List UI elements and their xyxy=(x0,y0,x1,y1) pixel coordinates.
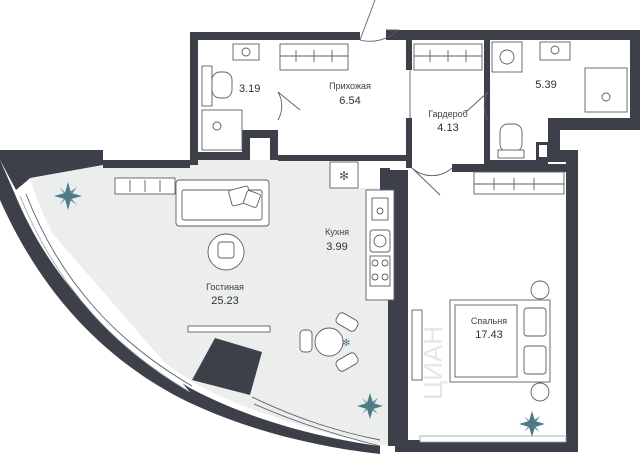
wardrobe-label: Гардероб xyxy=(428,109,468,119)
svg-text:ЦИАН: ЦИАН xyxy=(418,326,448,400)
living-label: Гостиная xyxy=(206,282,244,292)
plant-icon xyxy=(54,182,82,210)
living-window-2 xyxy=(251,396,381,441)
living-area: 25.23 xyxy=(211,295,239,307)
kitchen-units: ✻ xyxy=(329,161,395,301)
room-labels: 3.19 Прихожая 6.54 5.39 Гардероб 4.13 Ку… xyxy=(206,79,557,341)
plant-icon xyxy=(357,393,383,419)
hallway-shelves xyxy=(279,43,349,71)
svg-text:✻: ✻ xyxy=(339,169,349,183)
small-bath-fixtures xyxy=(201,43,260,151)
living-room-floor xyxy=(30,160,395,445)
hallway-label: Прихожая xyxy=(329,81,371,91)
small-bath-area: 3.19 xyxy=(239,83,260,95)
doors xyxy=(277,0,489,196)
bedroom-window xyxy=(419,435,567,443)
floors xyxy=(30,40,618,445)
windows xyxy=(19,193,567,447)
svg-text:✻: ✻ xyxy=(342,338,350,349)
plant-icon xyxy=(519,411,545,437)
living-window xyxy=(19,195,191,393)
large-bath-area: 5.39 xyxy=(535,79,556,91)
walls xyxy=(0,30,640,454)
large-bath-fixtures xyxy=(491,41,628,159)
living-furniture: ✻ xyxy=(114,177,359,372)
bedroom-label: Спальня xyxy=(471,316,507,326)
hallway-area: 6.54 xyxy=(339,95,360,107)
wardrobe-shelves xyxy=(413,43,483,71)
wardrobe-area: 4.13 xyxy=(437,122,458,134)
bedroom-area: 17.43 xyxy=(475,329,503,341)
watermark: ЦИАН xyxy=(418,326,448,400)
kitchen-area: 3.99 xyxy=(326,241,347,253)
entrance-door xyxy=(359,0,400,42)
plants xyxy=(54,182,545,437)
bedroom-furniture xyxy=(411,171,565,402)
kitchen-label: Кухня xyxy=(325,227,349,237)
